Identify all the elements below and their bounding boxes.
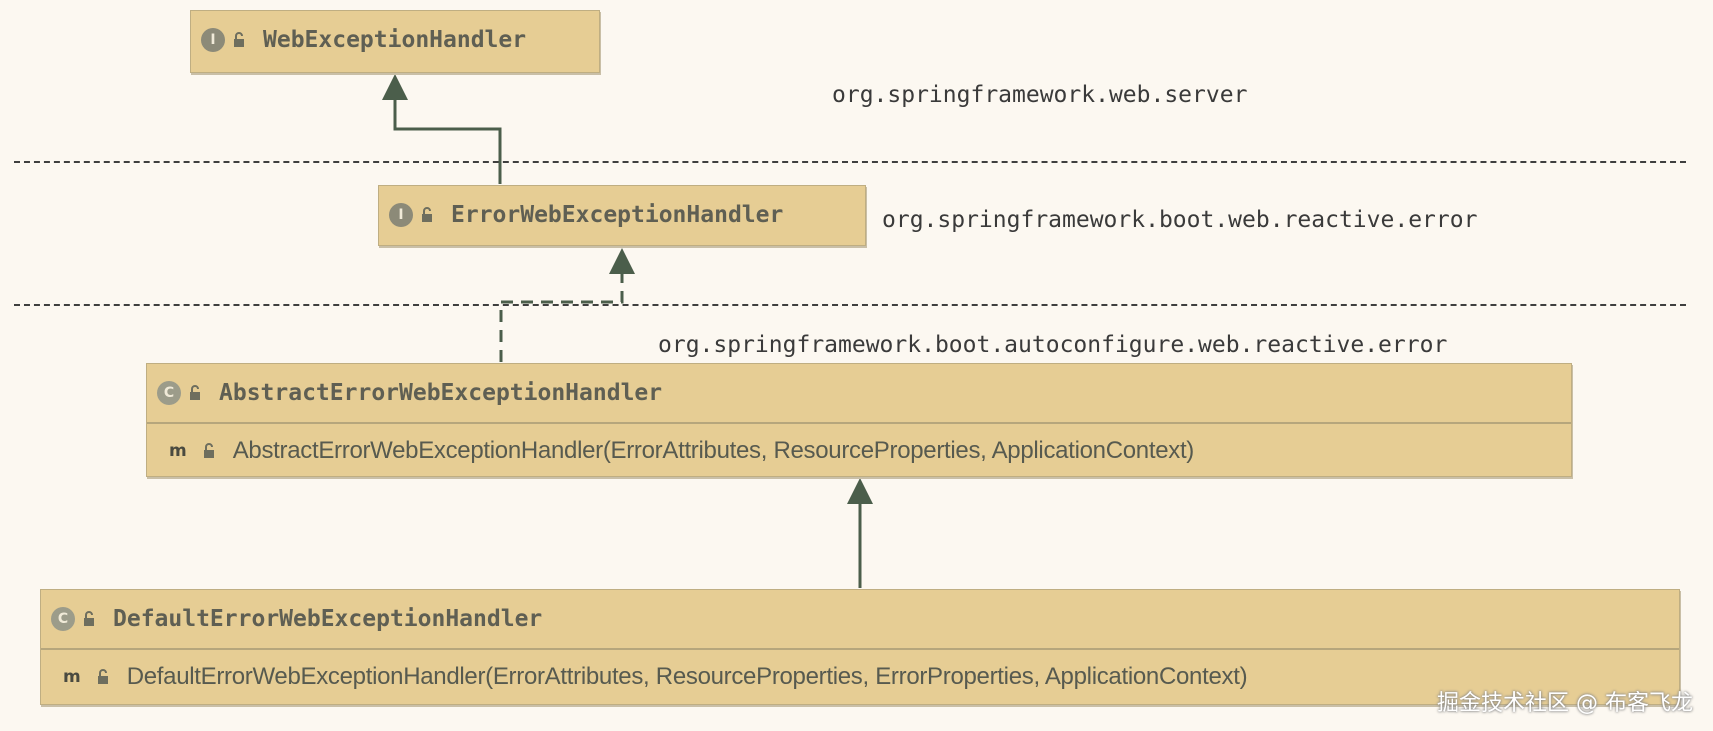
lock-icon [201,443,217,459]
constructor-signature: DefaultErrorWebExceptionHandler(ErrorAtt… [126,663,1248,690]
class-name: ErrorWebExceptionHandler [451,202,784,228]
method-icon: m [63,667,81,687]
extends-link-error-to-web [393,98,502,184]
package-label-autoconfigure-error: org.springframework.boot.autoconfigure.w… [658,332,1448,358]
class-name: DefaultErrorWebExceptionHandler [113,606,543,632]
package-label-reactive-error: org.springframework.boot.web.reactive.er… [882,207,1478,233]
package-divider-bottom [14,304,1686,306]
node-default-error-web-exception-handler[interactable]: C DefaultErrorWebExceptionHandler m Defa… [40,589,1680,705]
node-web-exception-handler[interactable]: I WebExceptionHandler [190,10,600,73]
lock-icon [187,385,203,401]
interface-icon: I [201,28,225,52]
method-icon: m [169,441,187,461]
watermark: 掘金技术社区 @ 布客飞龙 [1437,691,1693,716]
node-error-web-exception-handler[interactable]: I ErrorWebExceptionHandler [378,185,866,246]
node-abstract-error-web-exception-handler[interactable]: C AbstractErrorWebExceptionHandler m Abs… [146,363,1572,477]
lock-icon [419,207,435,223]
implements-link-abstract-to-error [499,272,624,362]
arrowhead-abstract-handler [847,478,873,504]
class-name: AbstractErrorWebExceptionHandler [219,380,663,406]
lock-icon [95,669,111,685]
interface-icon: I [389,203,413,227]
package-divider-top [14,161,1686,163]
lock-icon [81,611,97,627]
class-icon: C [157,381,181,405]
package-label-server: org.springframework.web.server [832,82,1248,108]
arrowhead-web-exception-handler [382,74,408,100]
arrowhead-error-web-exception-handler [609,248,635,274]
class-name: WebExceptionHandler [263,27,527,53]
lock-icon [231,32,247,48]
class-icon: C [51,607,75,631]
constructor-signature: AbstractErrorWebExceptionHandler(ErrorAt… [232,437,1195,464]
